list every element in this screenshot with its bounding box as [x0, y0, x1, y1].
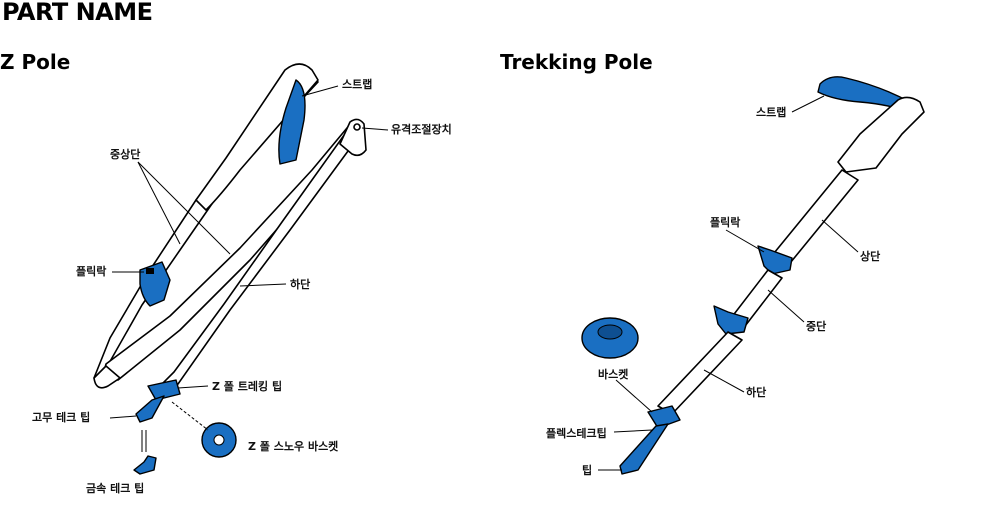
label-tp-tip: 팁: [582, 464, 593, 477]
leader-tp-lower: [703, 369, 745, 393]
trekking-pole-basket-collar: [647, 405, 681, 429]
z-pole-strap: [278, 79, 306, 165]
label-zp-strap: 스트랩: [342, 78, 373, 91]
leader-tp-middle: [767, 289, 805, 323]
trekking-pole-flex-tip: [619, 423, 669, 475]
z-pole-metal-tip: [133, 455, 157, 475]
leader-tp-flicklock: [725, 229, 765, 253]
snow-basket-hole: [213, 434, 225, 446]
z-pole-lower-section: [159, 123, 363, 393]
flick-lock-slot: [146, 268, 154, 274]
label-tp-strap: 스트랩: [756, 106, 787, 119]
label-tp-lower: 하단: [746, 386, 767, 399]
leader-tp-upper: [821, 219, 859, 253]
leader-zp-uppermid-1: [137, 161, 181, 245]
leader-tp-flextip: [613, 429, 653, 433]
snow-basket-arrow: [171, 401, 209, 431]
label-zp-adjuster: 유격조절장치: [391, 123, 452, 136]
trekking-pole-grip: [837, 96, 925, 173]
label-zp-metal-tip: 금속 테크 팁: [86, 482, 145, 495]
trekking-pole-illustration: [581, 76, 925, 475]
label-zp-trekking-tip: Z 폴 트레킹 팁: [212, 380, 283, 393]
z-pole-flick-lock: [139, 261, 171, 307]
label-tp-upper: 상단: [860, 250, 881, 263]
z-pole-illustration: [93, 63, 389, 475]
adjuster-dot: [353, 123, 361, 131]
trekking-pole-heading: Trekking Pole: [500, 50, 653, 74]
leader-tp-basket: [615, 379, 653, 413]
leader-zp-uppermid-2: [137, 161, 231, 255]
leader-zp-trekkingtip: [177, 385, 209, 389]
leader-zp-lower: [239, 283, 287, 287]
label-tp-flex-tech-tip: 플렉스테크팁: [546, 427, 607, 440]
label-zp-lower: 하단: [290, 278, 311, 291]
trekking-pole-flick-lock-2: [713, 305, 749, 335]
leader-zp-strap: [301, 85, 339, 97]
leader-tp-strap: [791, 95, 825, 113]
z-pole-rubber-tip: [135, 395, 165, 423]
label-zp-snow-basket: Z 폴 스노우 바스켓: [248, 440, 339, 453]
trekking-pole-flick-lock-1: [757, 245, 793, 275]
z-pole-heading: Z Pole: [0, 50, 71, 74]
label-zp-flick-lock: 플릭락: [76, 265, 107, 278]
basket-inner: [597, 324, 623, 340]
label-zp-rubber-tip: 고무 테크 팁: [32, 411, 91, 424]
label-tp-basket: 바스켓: [598, 368, 629, 381]
page-title: PART NAME: [2, 0, 153, 26]
label-tp-flick-lock: 플릭락: [710, 216, 741, 229]
leader-zp-adjuster: [361, 127, 389, 131]
label-tp-middle: 중단: [806, 320, 827, 333]
z-pole-tip-collar: [147, 379, 181, 401]
label-zp-upper-mid: 중상단: [110, 148, 141, 161]
z-pole-bottom-bend: [93, 365, 121, 389]
leader-zp-rubbertip: [109, 415, 137, 419]
z-pole-grip: [195, 63, 319, 211]
trekking-pole-lower-section: [657, 331, 743, 415]
trekking-pole-upper-section: [769, 169, 859, 269]
